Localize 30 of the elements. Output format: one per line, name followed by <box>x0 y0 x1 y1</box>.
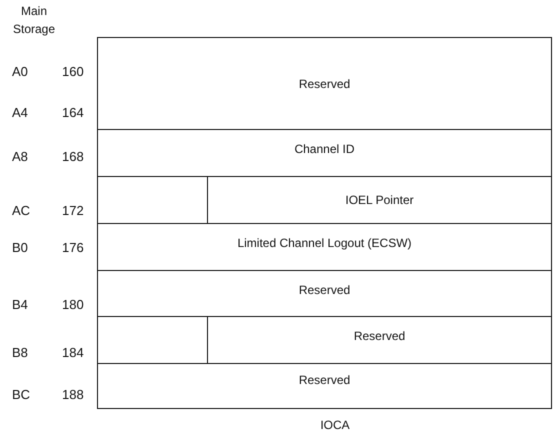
field-label: Reserved <box>298 76 350 90</box>
column-header: Main Storage <box>12 3 56 38</box>
decimal-address: 172 <box>62 203 84 218</box>
decimal-address: 176 <box>62 240 84 255</box>
decimal-address: 188 <box>62 387 84 402</box>
hex-address: B0 <box>12 240 28 255</box>
decimal-address: 168 <box>62 149 84 164</box>
field-box <box>97 223 552 271</box>
field-label: Channel ID <box>294 142 355 156</box>
hex-address: A8 <box>12 149 28 164</box>
hex-address: BC <box>12 387 30 402</box>
hex-address: A0 <box>12 64 28 79</box>
decimal-address: 184 <box>62 345 84 360</box>
caption: IOCA <box>319 418 351 432</box>
field-label: Reserved <box>298 282 350 296</box>
hex-address: B4 <box>12 297 28 312</box>
decimal-address: 180 <box>62 297 84 312</box>
decimal-address: 160 <box>62 64 84 79</box>
field-label: Reserved <box>298 373 350 387</box>
field-box <box>97 37 552 130</box>
field-box <box>97 129 552 177</box>
field-label: Limited Channel Logout (ECSW) <box>237 236 412 250</box>
field-label: IOEL Pointer <box>345 193 414 207</box>
decimal-address: 164 <box>62 105 84 120</box>
field-label: Reserved <box>354 329 406 343</box>
field-box <box>97 363 552 409</box>
hex-address: B8 <box>12 345 28 360</box>
hex-address: AC <box>12 203 30 218</box>
hex-address: A4 <box>12 105 28 120</box>
field-box <box>97 270 552 317</box>
